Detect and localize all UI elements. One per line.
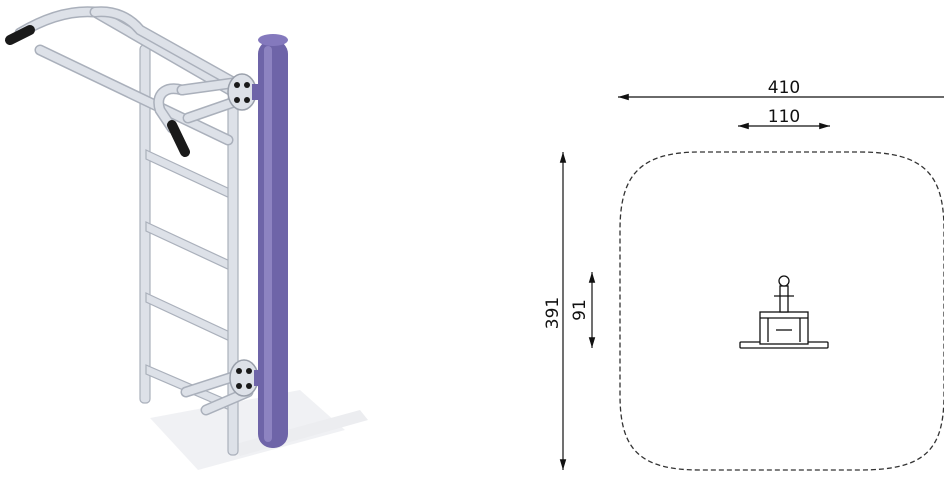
overall-width-dimension: 410 [618,78,944,101]
overall-depth-label: 391 [543,297,563,329]
dip-grip-icon [167,120,190,157]
purple-post [258,34,288,448]
bottom-bracket-icon [229,359,264,397]
overall-depth-dimension: 391 [543,152,567,470]
equipment-width-label: 110 [768,107,800,127]
overall-width-label: 410 [768,78,800,98]
top-bracket-icon [227,73,262,111]
pullup-grip-icon [5,25,35,45]
equipment-width-dimension: 110 [738,107,830,130]
safety-zone-outline [619,151,944,471]
equipment-depth-dimension: 91 [570,272,596,348]
equipment-depth-label: 91 [570,299,590,321]
equipment-plan-symbol-icon [739,275,829,349]
